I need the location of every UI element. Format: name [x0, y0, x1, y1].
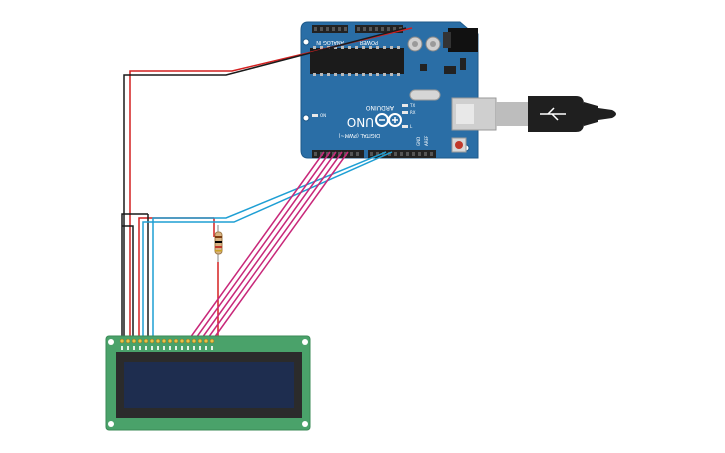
aref-label: AREF — [424, 135, 429, 146]
reset-button-icon[interactable] — [451, 137, 467, 153]
arduino-board[interactable]: ANALOG IN POWER UNO ARDUINO — [300, 21, 479, 159]
digital-label: DIGITAL (PWM~) — [338, 132, 380, 138]
wire-black[interactable] — [121, 27, 407, 338]
rx-led-icon — [402, 111, 408, 114]
resistor-icon — [214, 225, 223, 262]
arduino-logo-icon — [375, 113, 402, 127]
lcd-pin-header[interactable] — [119, 338, 215, 344]
l-led-icon — [402, 125, 408, 128]
model-label: UNO — [347, 115, 374, 129]
wire-blue[interactable] — [142, 151, 393, 338]
dc-jack-icon — [448, 28, 478, 52]
analog-label: ANALOG IN — [316, 39, 344, 45]
crystal-icon — [409, 89, 441, 101]
wire-magenta[interactable] — [189, 151, 349, 339]
tx-led-label: TX — [409, 103, 415, 108]
usb-cable-icon[interactable] — [451, 96, 616, 132]
brand-label: ARDUINO — [365, 104, 394, 111]
rx-led-label: RX — [410, 110, 416, 115]
power-header[interactable] — [355, 25, 403, 33]
on-led-icon — [312, 114, 318, 117]
gnd-label: GND — [416, 137, 421, 146]
l-led-label: L — [410, 124, 413, 129]
power-label: POWER — [359, 39, 378, 45]
atmega-chip-icon — [310, 48, 404, 74]
lcd-module[interactable] — [105, 335, 311, 431]
tx-led-icon — [402, 104, 408, 107]
on-led-label: ON — [320, 113, 326, 118]
lcd-screen — [124, 362, 294, 408]
analog-header[interactable] — [312, 25, 348, 33]
